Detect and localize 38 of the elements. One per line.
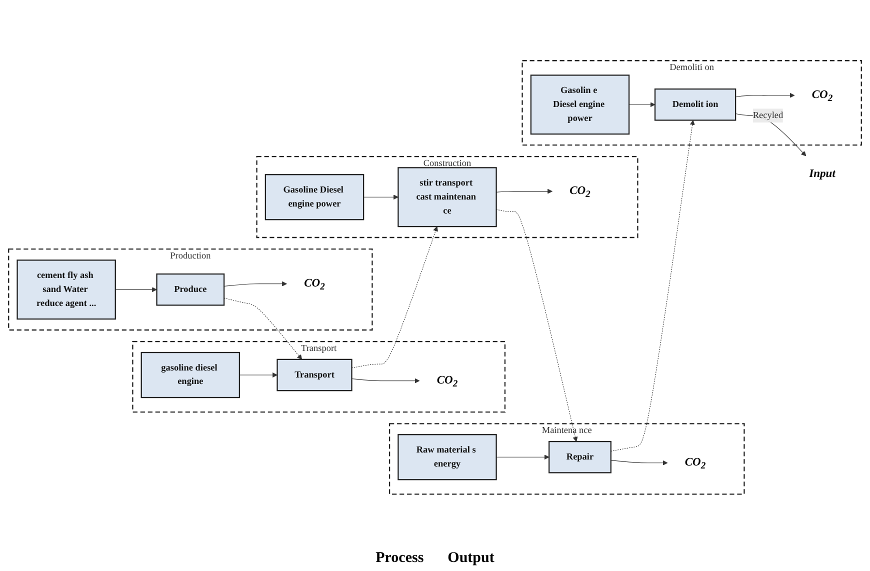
arrow bbox=[610, 460, 668, 466]
row-label: Output bbox=[448, 550, 494, 567]
node-box bbox=[16, 259, 116, 320]
arrow bbox=[351, 226, 438, 368]
arrow bbox=[496, 454, 550, 460]
cluster bbox=[8, 248, 373, 330]
node-text: CO$_{2}$ bbox=[570, 184, 590, 199]
node-box bbox=[276, 358, 352, 391]
node-text: CO$_{2}$ bbox=[812, 88, 833, 103]
node-text: CO$_{2}$ bbox=[304, 276, 325, 292]
arrow bbox=[363, 194, 398, 200]
arrow bbox=[239, 372, 278, 378]
cluster bbox=[522, 60, 862, 146]
node-box bbox=[156, 273, 225, 306]
node-text: CO$_{2}$ bbox=[684, 455, 706, 470]
arrow bbox=[351, 378, 420, 383]
node-box bbox=[530, 74, 630, 134]
node-text: Input bbox=[809, 166, 836, 180]
arrow bbox=[496, 188, 552, 194]
arrow bbox=[496, 208, 578, 442]
node-box bbox=[398, 434, 497, 480]
node-box bbox=[548, 440, 612, 473]
arrow bbox=[610, 120, 695, 452]
arrow bbox=[735, 92, 795, 98]
arrow bbox=[628, 102, 656, 107]
node-box bbox=[654, 88, 736, 120]
row-label: Process bbox=[376, 550, 424, 567]
arrow bbox=[224, 280, 287, 286]
cluster bbox=[388, 422, 745, 494]
node-box bbox=[264, 174, 364, 220]
node-box bbox=[398, 166, 497, 227]
node-box bbox=[140, 352, 240, 398]
cluster bbox=[132, 340, 506, 412]
arrow bbox=[115, 286, 157, 292]
cluster bbox=[256, 156, 638, 238]
node-text: CO$_{2}$ bbox=[436, 373, 458, 388]
arrow bbox=[224, 297, 302, 360]
flowchart-drawing: Demoliti on Maintena nce Construction Transport Production Recyled cement fly ash sand Water reduce agent ... Produce CO$_{2}$ gasoline diesel engine Transport CO$_{2}$ Gasoline Diesel engine power stir transport cast maintenan ce CO$_{2}$ Raw material s energy Repair CO$_{2}$ Gasolin e Diesel engine power Demolit ion CO$_{2}$ Input bbox=[4, 56, 866, 498]
